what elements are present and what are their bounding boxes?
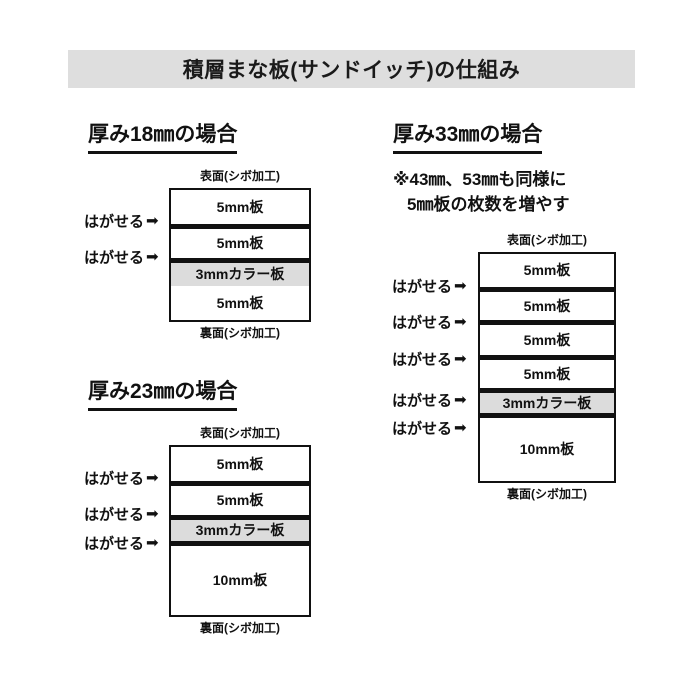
layer-23mm-2: 5mm板 — [171, 480, 309, 515]
stack-diagram-33mm: 表面(シボ加工) 5mm板 5mm板 5mm板 5mm板 3mmカラー板 10m… — [478, 232, 616, 503]
peel-callout-33mm-3: はがせる ➡ — [392, 349, 467, 370]
peel-callout-33mm-5: はがせる ➡ — [392, 418, 467, 439]
layer-label: 10mm板 — [519, 441, 575, 458]
layer-label: 5mm板 — [216, 492, 264, 509]
peel-callout-23mm-3: はがせる ➡ — [84, 533, 159, 554]
layer-23mm-3-colored: 3mmカラー板 — [171, 514, 309, 541]
page-title: 積層まな板(サンドイッチ)の仕組み — [182, 59, 521, 82]
peel-callout-33mm-2: はがせる ➡ — [392, 312, 467, 333]
layer-label: 3mmカラー板 — [502, 394, 592, 411]
surface-label-top-23mm: 表面(シボ加工) — [200, 426, 280, 440]
layer-label: 5mm板 — [216, 455, 264, 472]
stack-box-23mm: 5mm板 5mm板 3mmカラー板 10mm板 — [169, 444, 311, 617]
layer-18mm-2: 5mm板 — [171, 223, 309, 258]
peel-callout-33mm-4: はがせる ➡ — [392, 390, 467, 411]
layer-33mm-4: 5mm板 — [480, 354, 614, 388]
layer-label: 3mmカラー板 — [195, 266, 285, 283]
arrow-right-icon: ➡ — [454, 277, 467, 295]
layer-label: 10mm板 — [212, 572, 268, 589]
surface-label-bottom-33mm: 裏面(シボ加工) — [507, 486, 587, 501]
arrow-right-icon: ➡ — [146, 248, 159, 266]
note-line-1: ※43㎜、53㎜も同様に — [393, 170, 567, 189]
layer-18mm-4: 5mm板 — [171, 285, 309, 320]
arrow-right-icon: ➡ — [146, 505, 159, 523]
arrow-right-icon: ➡ — [454, 313, 467, 331]
peel-label: はがせる — [392, 392, 453, 410]
peel-label: はがせる — [84, 470, 145, 488]
peel-label: はがせる — [392, 420, 453, 438]
page-title-band: 積層まな板(サンドイッチ)の仕組み — [68, 50, 635, 88]
arrow-right-icon: ➡ — [146, 534, 159, 552]
section-heading-18mm: 厚み18㎜の場合 — [88, 118, 238, 154]
layer-18mm-3-colored: 3mmカラー板 — [171, 257, 309, 286]
peel-callout-18mm-1: はがせる ➡ — [84, 211, 159, 232]
section-heading-33mm: 厚み33㎜の場合 — [393, 118, 543, 154]
layer-18mm-1: 5mm板 — [171, 189, 309, 224]
arrow-right-icon: ➡ — [454, 419, 467, 437]
layer-label: 5mm板 — [523, 365, 571, 382]
layer-33mm-5-colored: 3mmカラー板 — [480, 387, 614, 413]
layer-label: 5mm板 — [523, 297, 571, 314]
layer-23mm-1: 5mm板 — [171, 446, 309, 481]
peel-label: はがせる — [392, 314, 453, 332]
surface-label-bottom-18mm: 裏面(シボ加工) — [200, 325, 280, 340]
layer-label: 5mm板 — [216, 198, 264, 215]
peel-callout-23mm-1: はがせる ➡ — [84, 468, 159, 489]
peel-label: はがせる — [84, 213, 145, 231]
layer-label: 5mm板 — [216, 235, 264, 252]
peel-callout-18mm-2: はがせる ➡ — [84, 247, 159, 268]
layer-label: 5mm板 — [523, 262, 571, 279]
peel-callout-23mm-2: はがせる ➡ — [84, 504, 159, 525]
layer-label: 3mmカラー板 — [195, 522, 285, 539]
stack-box-33mm: 5mm板 5mm板 5mm板 5mm板 3mmカラー板 10mm板 — [478, 251, 616, 483]
stack-box-18mm: 5mm板 5mm板 3mmカラー板 5mm板 — [169, 187, 311, 322]
peel-label: はがせる — [84, 535, 145, 553]
arrow-right-icon: ➡ — [454, 391, 467, 409]
peel-label: はがせる — [392, 351, 453, 369]
layer-label: 5mm板 — [523, 331, 571, 348]
layer-label: 5mm板 — [216, 294, 264, 311]
arrow-right-icon: ➡ — [146, 469, 159, 487]
arrow-right-icon: ➡ — [146, 212, 159, 230]
layer-33mm-2: 5mm板 — [480, 286, 614, 320]
peel-callout-33mm-1: はがせる ➡ — [392, 276, 467, 297]
section-heading-23mm: 厚み23㎜の場合 — [88, 375, 238, 411]
layer-33mm-3: 5mm板 — [480, 319, 614, 355]
surface-label-top-18mm: 表面(シボ加工) — [200, 169, 280, 183]
note-line-2: 5㎜板の枚数を増やす — [407, 194, 570, 214]
surface-label-bottom-23mm: 裏面(シボ加工) — [200, 620, 280, 635]
layer-23mm-4: 10mm板 — [171, 540, 309, 615]
surface-label-top-33mm: 表面(シボ加工) — [507, 233, 587, 247]
stack-diagram-18mm: 表面(シボ加工) 5mm板 5mm板 3mmカラー板 5mm板 裏面(シボ加工) — [169, 168, 311, 342]
peel-label: はがせる — [392, 278, 453, 296]
section-note-33mm: ※43㎜、53㎜も同様に 5㎜板の枚数を増やす — [393, 168, 643, 217]
arrow-right-icon: ➡ — [454, 350, 467, 368]
layer-33mm-1: 5mm板 — [480, 253, 614, 287]
layer-33mm-6: 10mm板 — [480, 412, 614, 481]
stack-diagram-23mm: 表面(シボ加工) 5mm板 5mm板 3mmカラー板 10mm板 裏面(シボ加工… — [169, 425, 311, 637]
peel-label: はがせる — [84, 249, 145, 267]
peel-label: はがせる — [84, 506, 145, 524]
